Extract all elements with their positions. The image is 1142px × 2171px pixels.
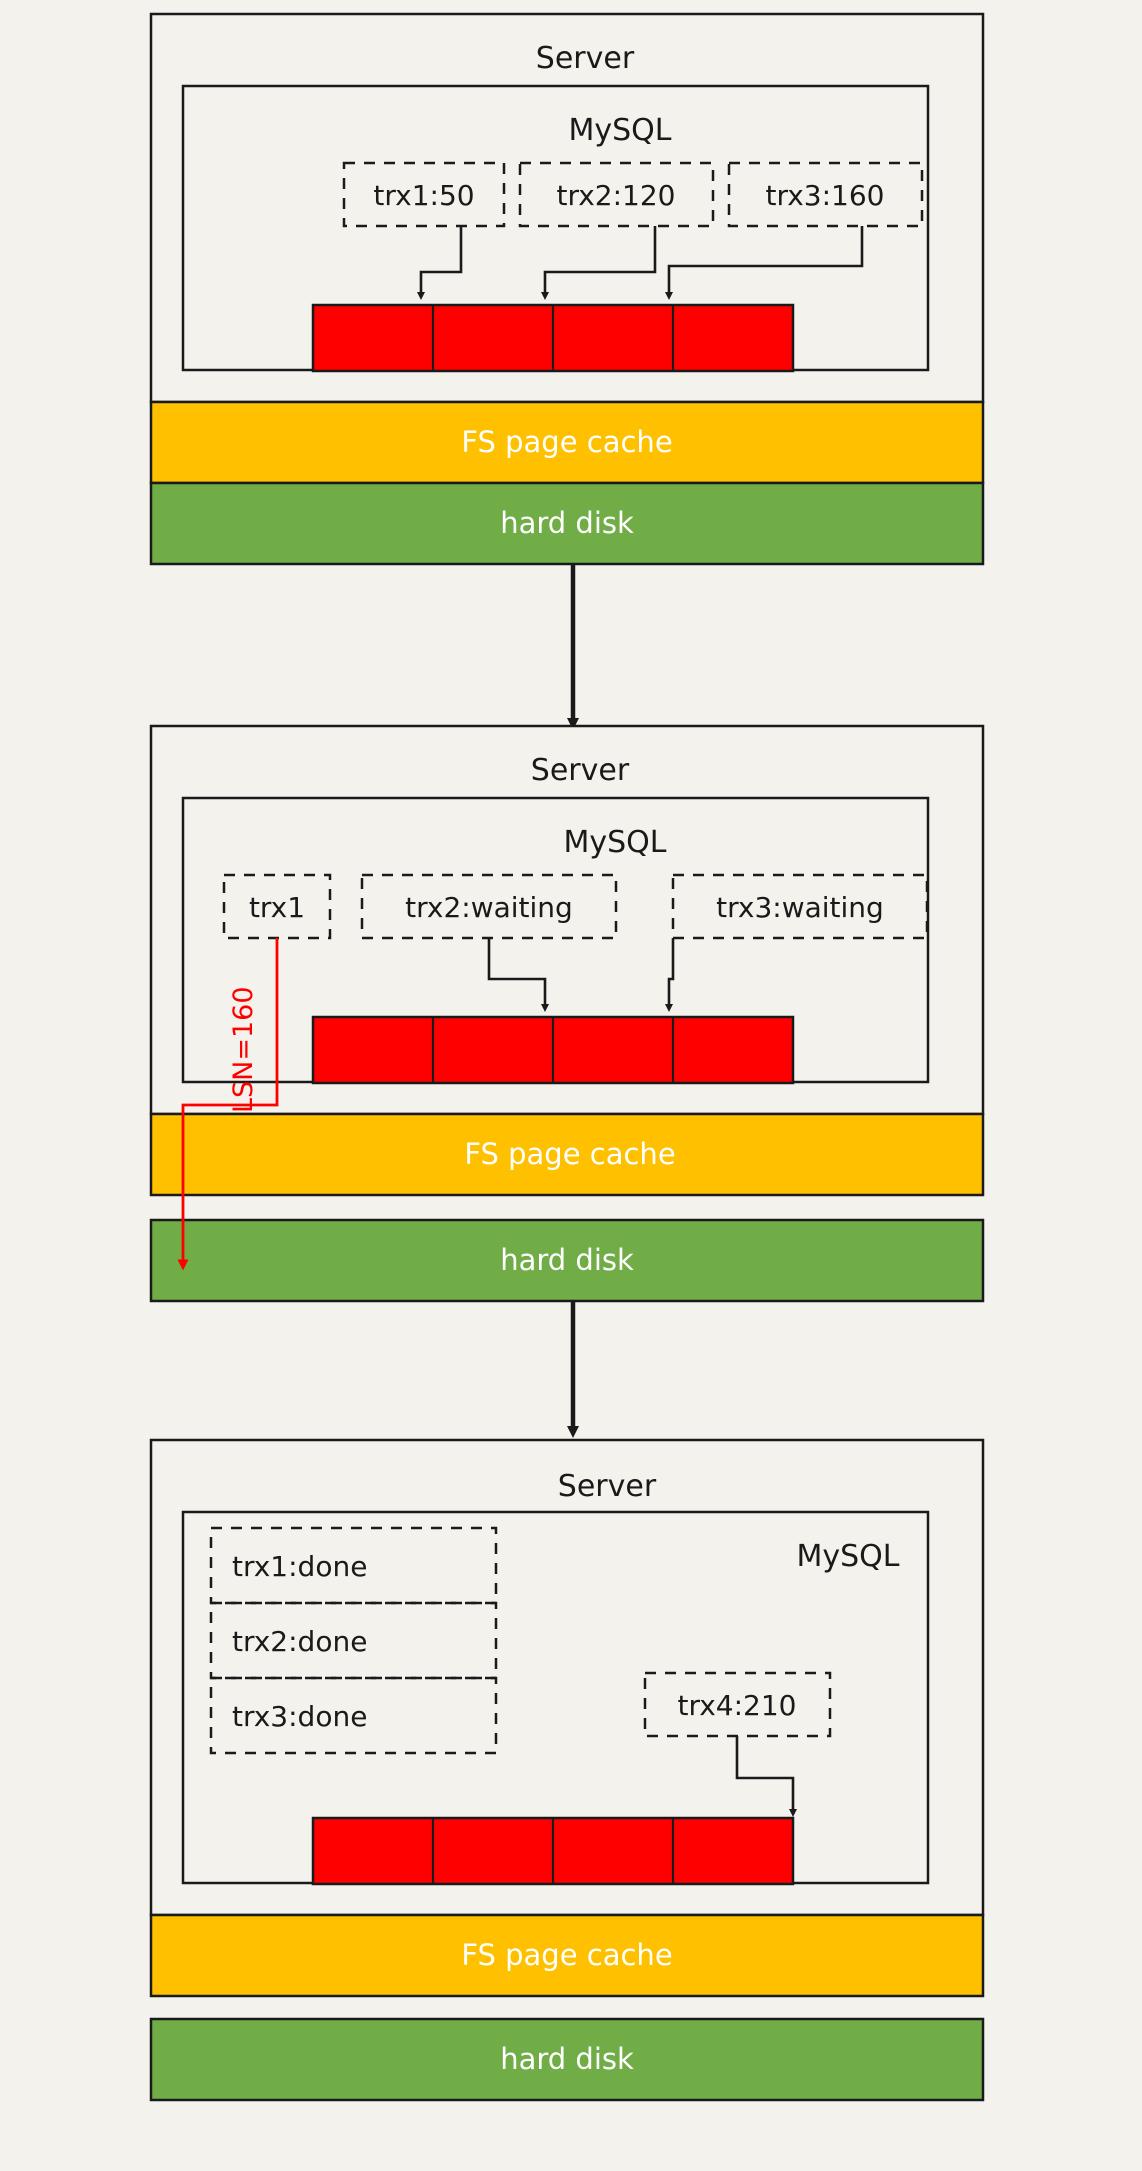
panel-1-redo-log <box>311 303 795 373</box>
panel-3-mysql-label: MySQL <box>796 1539 899 1574</box>
lsn-flush-arrow <box>177 938 279 1271</box>
panel-3-fs-page-cache-band <box>149 1913 985 1998</box>
panel-2-connectors <box>487 938 675 1012</box>
trx-label: trx4:210 <box>678 1689 797 1722</box>
panel-2: Server MySQL trx1 trx2:waiting trx3:wait… <box>149 724 985 1303</box>
panel-2-fs-page-cache-band <box>149 1112 985 1197</box>
trx-done-label: trx3:done <box>232 1700 367 1733</box>
panel-1-fs-page-cache-band <box>149 400 985 485</box>
panel-3-transactions: trx4:210 <box>643 1671 832 1817</box>
panel-3-hard-disk-label: hard disk <box>500 2042 634 2076</box>
trx1-connector <box>417 226 463 300</box>
trx2-connector <box>541 226 657 300</box>
trx-done-label: trx1:done <box>232 1550 367 1583</box>
panel-3: Server MySQL trx1:done trx2:done trx3:do… <box>149 1438 985 2102</box>
trx-done-label: trx2:done <box>232 1625 367 1658</box>
trx-done-box[interactable] <box>209 1676 498 1755</box>
trx-box[interactable] <box>671 873 929 940</box>
panel-1-fs-page-cache-label: FS page cache <box>461 425 672 459</box>
trx-label: trx3:waiting <box>716 891 884 924</box>
panel-2-transactions: trx1 trx2:waiting trx3:waiting <box>222 873 929 940</box>
panel-3-server-label: Server <box>558 1469 657 1504</box>
trx-label: trx2:120 <box>557 179 676 212</box>
panel-3-fs-page-cache-label: FS page cache <box>461 1938 672 1972</box>
trx-label: trx2:waiting <box>405 891 573 924</box>
panel-2-mysql-label: MySQL <box>563 825 666 860</box>
trx-label: trx3:160 <box>766 179 885 212</box>
trx-box[interactable] <box>727 161 924 228</box>
panel-2-lsn-flush: LSN=160 <box>177 938 279 1271</box>
lsn-label: LSN=160 <box>228 986 259 1113</box>
trx-box[interactable] <box>342 161 506 228</box>
panel-3-hard-disk-band <box>149 2017 985 2102</box>
trx-label: trx1 <box>249 891 305 924</box>
trx-label: trx1:50 <box>373 179 474 212</box>
panel-1-hard-disk-band <box>149 481 985 566</box>
panel-1-server-label: Server <box>536 41 635 76</box>
trx4-connector <box>735 1736 797 1817</box>
panel-2-server-label: Server <box>531 753 630 788</box>
panel-3-done-transactions: trx1:done trx2:done trx3:done <box>209 1526 498 1755</box>
panel-1-connectors <box>417 226 864 300</box>
panel-2-hard-disk-band <box>149 1218 985 1303</box>
panel-1: Server MySQL trx1:50 trx2:120 trx3:160 <box>149 12 985 566</box>
panel-1-transactions: trx1:50 trx2:120 trx3:160 <box>342 161 924 228</box>
panel-2-hard-disk-label: hard disk <box>500 1243 634 1277</box>
panel-2-redo-log <box>311 1015 795 1085</box>
panel-1-hard-disk-label: hard disk <box>500 506 634 540</box>
panel-1-mysql-label: MySQL <box>568 113 671 148</box>
trx-box[interactable] <box>518 161 715 228</box>
trx3-connector <box>665 226 864 300</box>
trx2-connector <box>487 938 549 1012</box>
panel-3-redo-log <box>311 1816 795 1886</box>
trx3-connector <box>665 938 675 1012</box>
panel-2-fs-page-cache-label: FS page cache <box>464 1137 675 1171</box>
